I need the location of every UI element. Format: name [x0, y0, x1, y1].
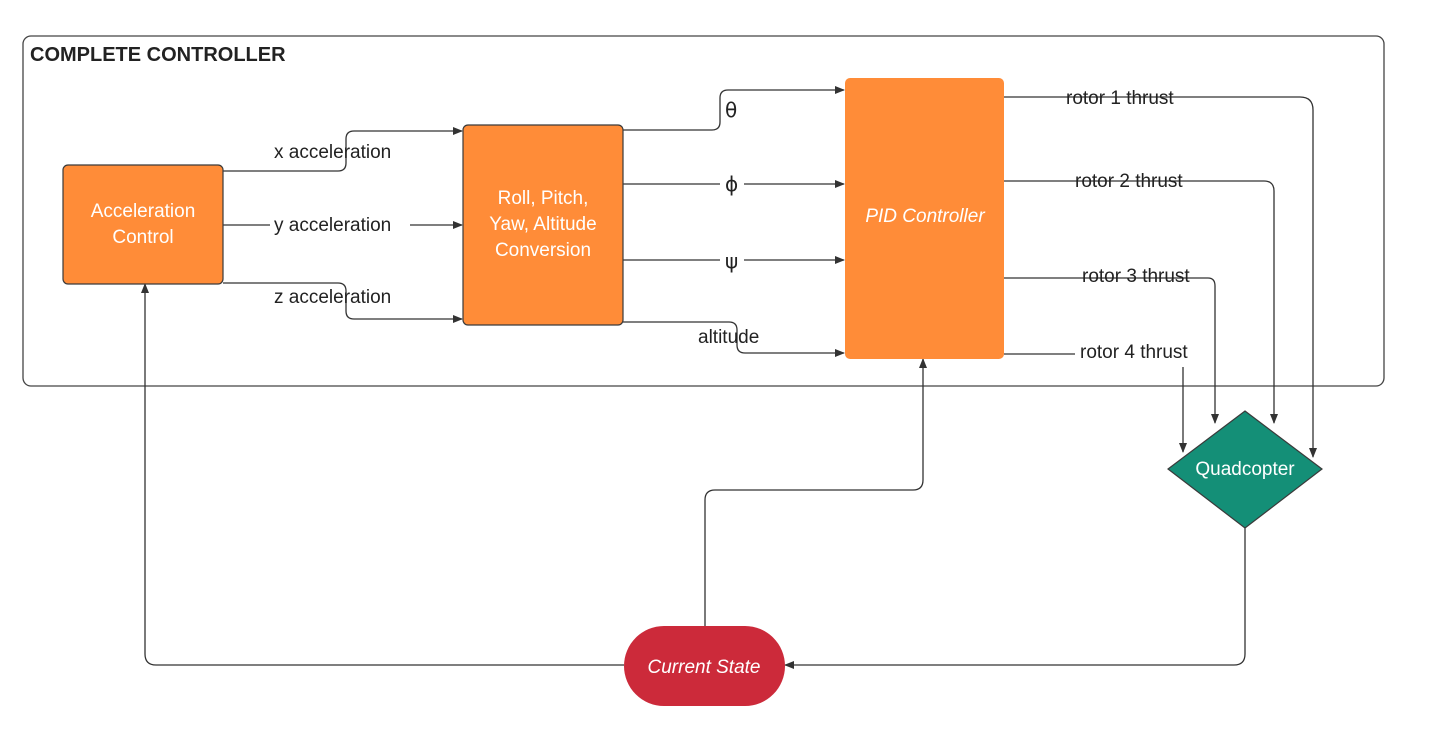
x-acceleration-label: x acceleration — [274, 142, 391, 163]
pid-controller-block: PID Controller — [845, 78, 1004, 359]
rpy-conversion-block: Roll, Pitch, Yaw, Altitude Conversion — [462, 124, 624, 326]
z-acceleration-label: z acceleration — [274, 287, 391, 308]
altitude-wire — [623, 321, 845, 357]
frame-title: COMPLETE CONTROLLER — [30, 44, 286, 66]
current-state-block: Current State — [624, 626, 785, 706]
acceleration-control-block: Acceleration Control — [62, 164, 224, 285]
quadcopter-to-state-wire — [784, 528, 1246, 669]
rpy-conversion-line3: Conversion — [495, 240, 591, 261]
rotor4-label: rotor 4 thrust — [1080, 342, 1188, 363]
rotor4-wire — [1004, 353, 1183, 452]
theta-wire — [623, 86, 845, 131]
acceleration-control-line2: Control — [112, 227, 173, 248]
y-acceleration-label: y acceleration — [274, 215, 391, 236]
theta-label: θ — [725, 98, 737, 122]
acceleration-control-line1: Acceleration — [91, 201, 196, 222]
rotor1-wire — [1004, 96, 1317, 458]
rpy-conversion-line2: Yaw, Altitude — [489, 214, 596, 235]
pid-controller-label: PID Controller — [865, 206, 985, 227]
rpy-conversion-line1: Roll, Pitch, — [498, 188, 589, 209]
psi-label: ψ — [725, 249, 738, 273]
quadcopter-label: Quadcopter — [1195, 459, 1295, 480]
quadcopter-block: Quadcopter — [1167, 410, 1323, 529]
phi-label: ϕ — [725, 172, 738, 196]
connections — [141, 86, 1317, 669]
rotor2-wire — [1004, 180, 1278, 424]
rotor2-label: rotor 2 thrust — [1075, 171, 1183, 192]
z-acceleration-wire — [223, 282, 463, 323]
state-to-acceleration-wire — [141, 283, 624, 666]
current-state-label: Current State — [648, 657, 761, 678]
x-acceleration-wire — [223, 127, 463, 172]
altitude-label: altitude — [698, 327, 759, 348]
rotor3-wire — [1004, 277, 1219, 424]
state-to-pid-wire — [704, 358, 927, 626]
rotor3-label: rotor 3 thrust — [1082, 266, 1190, 287]
controller-frame — [22, 35, 1385, 387]
rotor1-label: rotor 1 thrust — [1066, 88, 1174, 109]
